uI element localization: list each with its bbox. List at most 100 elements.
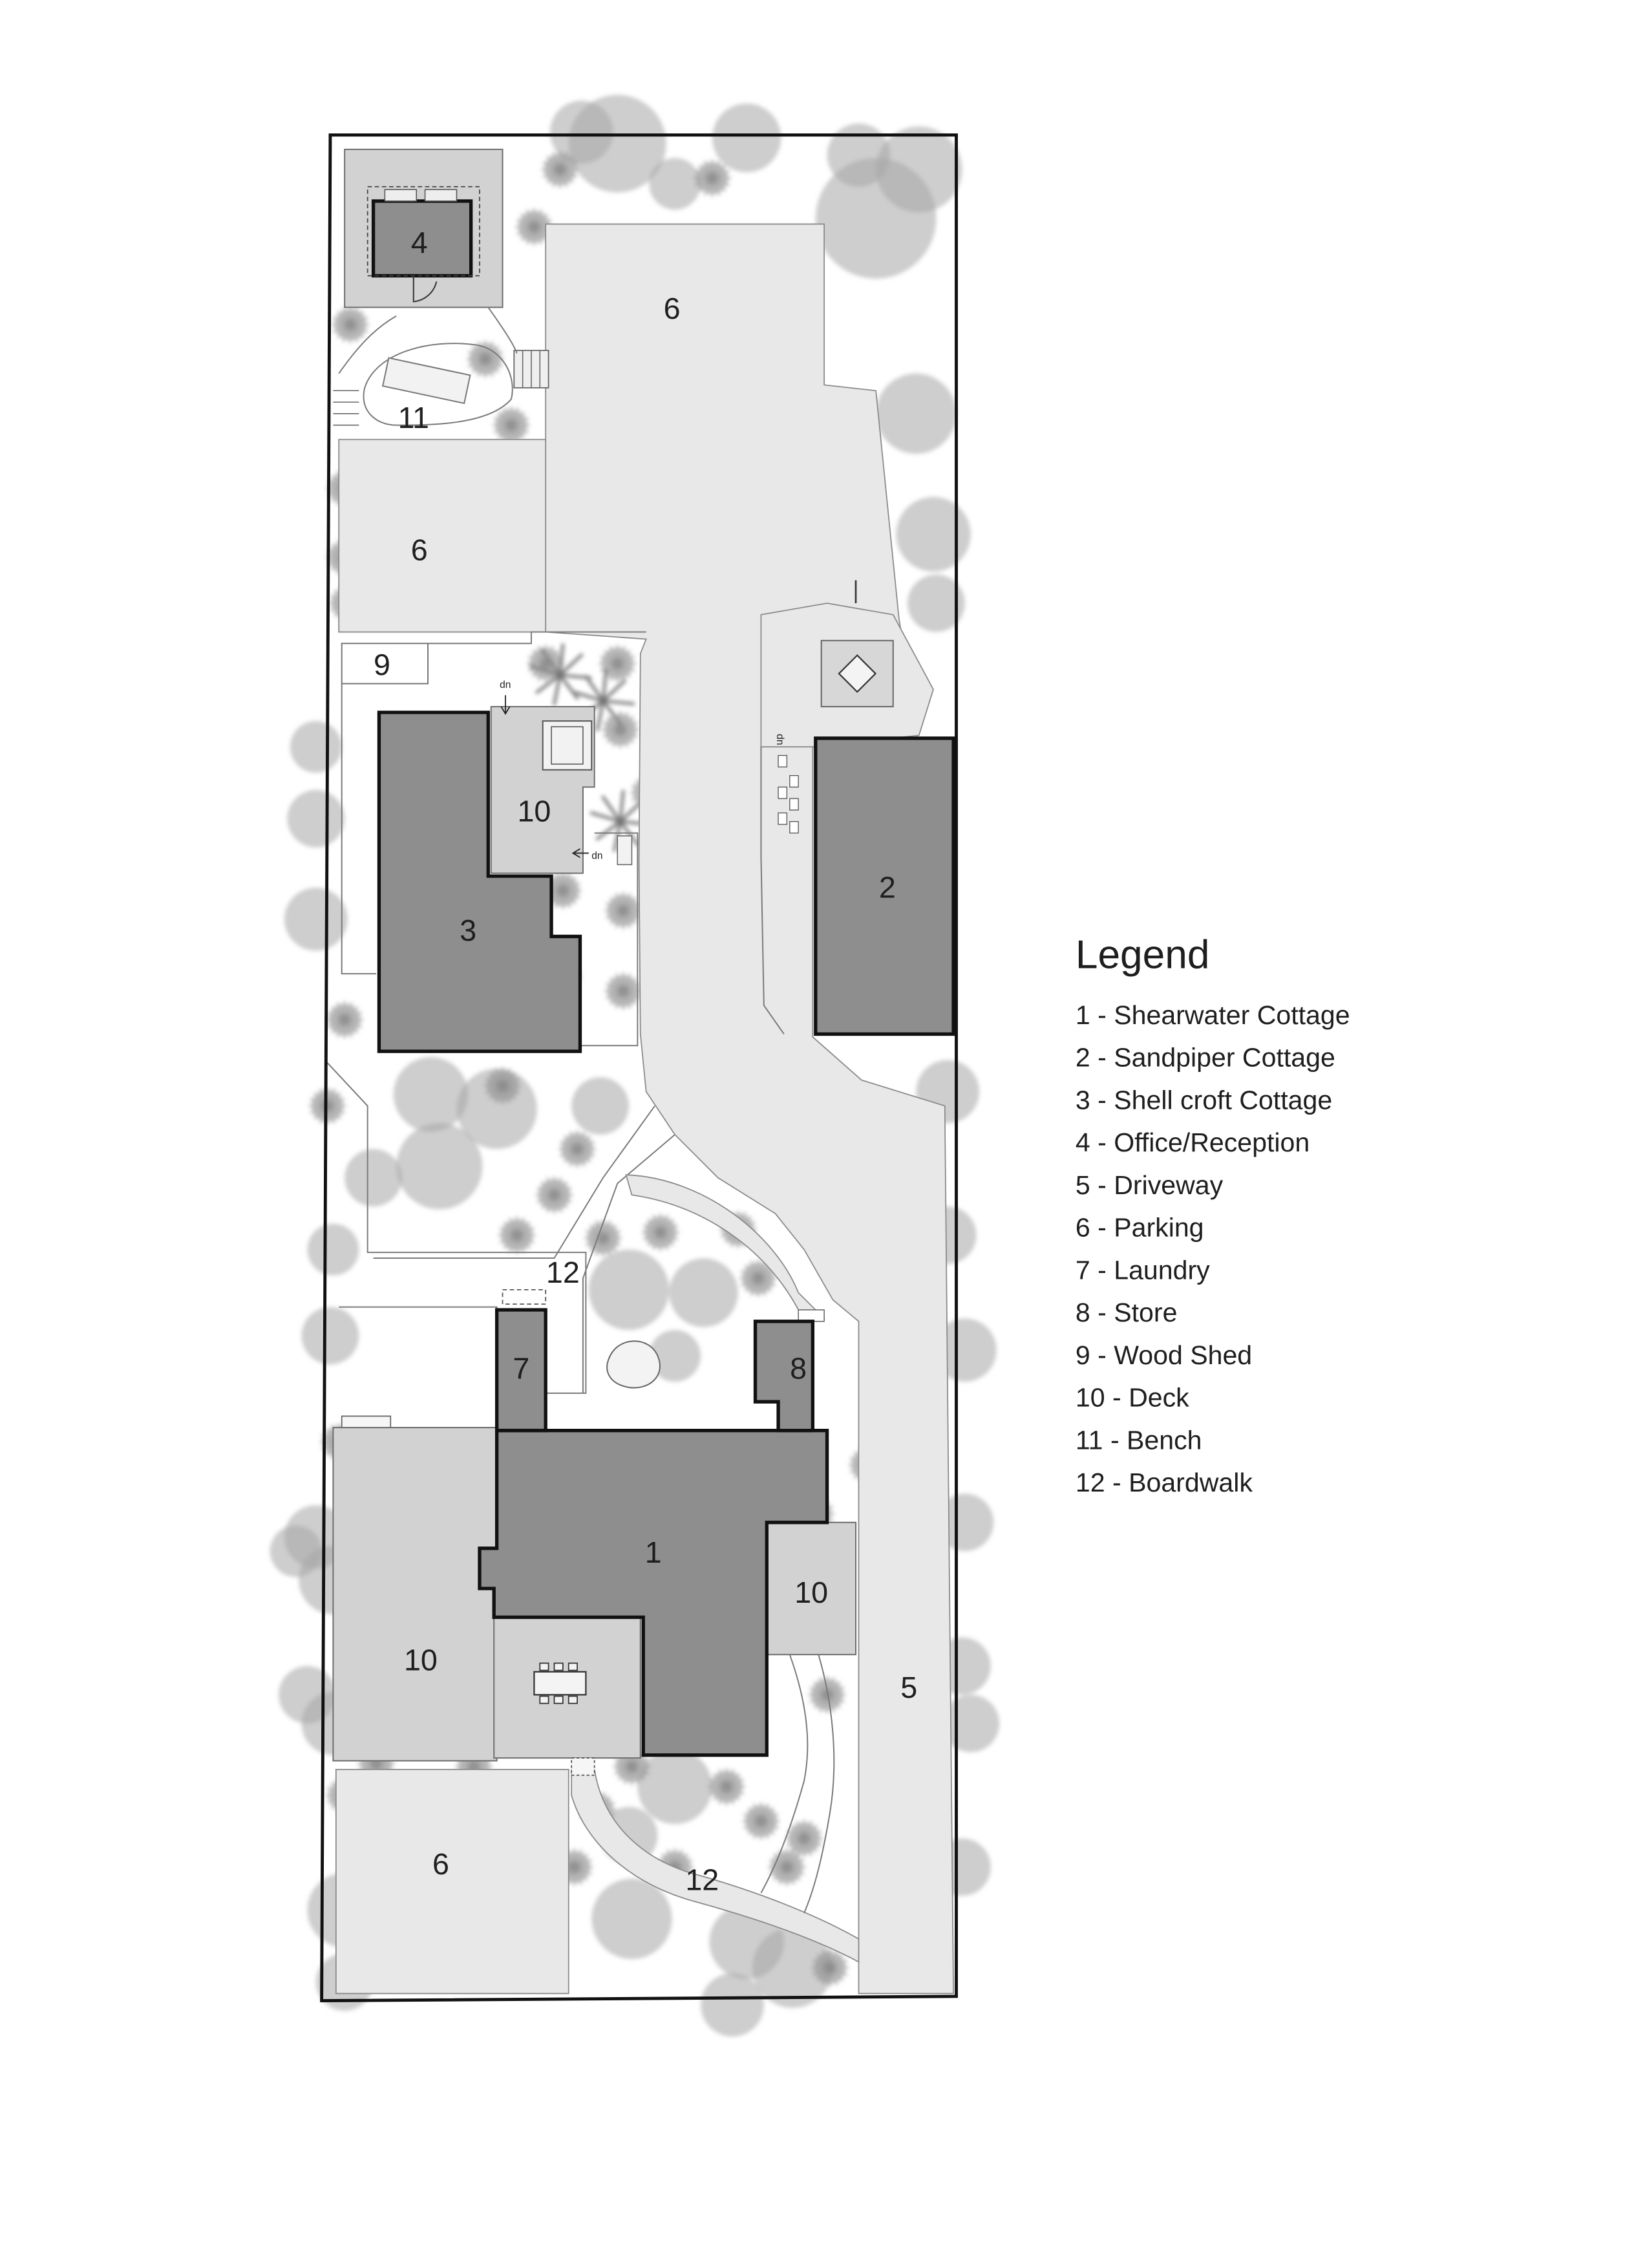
walkway-line (580, 832, 639, 1047)
building-laundry (494, 1308, 547, 1433)
label-boardwalk-upper: 12 (546, 1256, 580, 1289)
tree-canopy (637, 1749, 712, 1824)
legend-item: 11 - Bench (1076, 1425, 1202, 1455)
label-parking-left: 6 (411, 533, 428, 566)
tree-canopy (270, 1525, 322, 1578)
tree-canopy (896, 497, 971, 572)
legend-item: 12 - Boardwalk (1076, 1468, 1253, 1497)
label-bench: 11 (398, 401, 429, 434)
tree-canopy (345, 1149, 403, 1207)
label-sandpiper-cottage: 2 (879, 870, 896, 904)
boardwalk-edge (582, 1134, 675, 1393)
tree-canopy (712, 103, 781, 173)
tree-canopy (827, 123, 891, 187)
shrub (325, 1000, 365, 1040)
yard-line (341, 683, 377, 975)
deck-cottage-1-left (332, 1427, 498, 1762)
deck-cottage-1-right (766, 1521, 857, 1656)
building-shearwater-cottage (478, 1428, 829, 1757)
label-deck-cottage-1-left: 10 (404, 1643, 438, 1677)
shrub (807, 1675, 847, 1715)
boardwalk-edge (373, 1105, 655, 1259)
tree-canopy-layer (270, 94, 1000, 2037)
tree-canopy (649, 1330, 701, 1382)
steps-bench (333, 350, 549, 426)
building-office-reception (371, 199, 473, 278)
tree-canopy (301, 1307, 359, 1365)
label-parking-top: 6 (664, 292, 681, 325)
legend-item: 10 - Deck (1076, 1383, 1189, 1413)
tree-canopy (571, 1077, 630, 1135)
boardwalk-edge (326, 1062, 587, 1394)
tree-canopy (588, 1249, 670, 1331)
label-driveway: 5 (900, 1671, 917, 1704)
legend-item: 9 - Wood Shed (1076, 1340, 1252, 1370)
area-labels-layer: 4 6 11 6 9 10 3 2 12 7 8 1 10 10 5 6 12 (374, 226, 917, 1897)
tree-canopy (876, 373, 957, 454)
label-wood-shed: 9 (374, 648, 390, 681)
shrub (706, 1767, 747, 1806)
tree-canopy (933, 1318, 997, 1382)
tree-canopy (876, 126, 962, 213)
tree-canopy (287, 789, 345, 848)
parking-area-left (338, 438, 547, 633)
yard-line (428, 631, 646, 645)
bench-garden-bed (363, 343, 513, 426)
legend-items: 1 - Shearwater Cottage 2 - Sandpiper Cott… (1076, 1000, 1350, 1497)
shrub (641, 1212, 680, 1252)
legend-item: 3 - Shell croft Cottage (1076, 1085, 1332, 1115)
boardwalk-edge (803, 1654, 835, 1914)
tree-canopy (396, 1123, 483, 1210)
lawn-edge (339, 1306, 498, 1429)
shrub (535, 1175, 574, 1215)
shrub (497, 1215, 536, 1255)
label-deck-cottage-3: 10 (517, 795, 551, 828)
shrub (557, 1129, 597, 1169)
path-line (338, 315, 397, 374)
step-down-label-a: dn (500, 679, 511, 690)
tree-canopy (669, 1258, 738, 1327)
property-boundary (320, 133, 958, 2003)
walkway-line (760, 747, 785, 1035)
buildings-layer (366, 186, 955, 1757)
legend-item: 4 - Office/Reception (1076, 1128, 1310, 1157)
garden-pond (606, 1340, 661, 1389)
shrub (583, 1218, 623, 1258)
shrub (465, 339, 505, 379)
label-parking-bottom: 6 (432, 1847, 449, 1881)
boardwalk-edge (760, 1654, 809, 1894)
tree-canopy (290, 721, 342, 773)
shrub (604, 971, 643, 1011)
legend-item: 5 - Driveway (1076, 1170, 1224, 1200)
label-boardwalk-lower: 12 (685, 1863, 719, 1896)
step-down-label-b: dn (591, 850, 602, 861)
shrub (330, 305, 370, 345)
legend-item: 1 - Shearwater Cottage (1076, 1000, 1350, 1030)
building-store (753, 1320, 815, 1433)
steps-cottage-2 (778, 754, 799, 834)
building-sandpiper-cottage (814, 736, 955, 1036)
legend: Legend 1 - Shearwater Cottage 2 - Sandpip… (1076, 932, 1350, 1497)
label-deck-cottage-1-right: 10 (794, 1576, 828, 1609)
shrub (604, 891, 643, 930)
wood-shed (341, 643, 429, 685)
legend-item: 8 - Store (1076, 1298, 1178, 1327)
ground-layer (326, 149, 954, 1995)
tree-canopy (549, 100, 613, 164)
legend-item: 2 - Sandpiper Cottage (1076, 1043, 1335, 1073)
tree-canopy (284, 887, 348, 951)
legend-title: Legend (1076, 932, 1210, 977)
shrub (741, 1801, 781, 1841)
tree-canopy (278, 1665, 336, 1724)
label-office-reception: 4 (411, 226, 428, 259)
step-down-label-c: dn (774, 734, 785, 745)
path-line (487, 306, 518, 354)
shrub (491, 405, 531, 445)
tree-canopy (907, 574, 965, 632)
tree-canopy (701, 1973, 764, 2037)
label-shearwater-cottage: 1 (645, 1535, 662, 1569)
tree-canopy (649, 158, 701, 210)
tree-canopy (307, 1223, 359, 1276)
boardwalk-lower (571, 1768, 860, 1963)
